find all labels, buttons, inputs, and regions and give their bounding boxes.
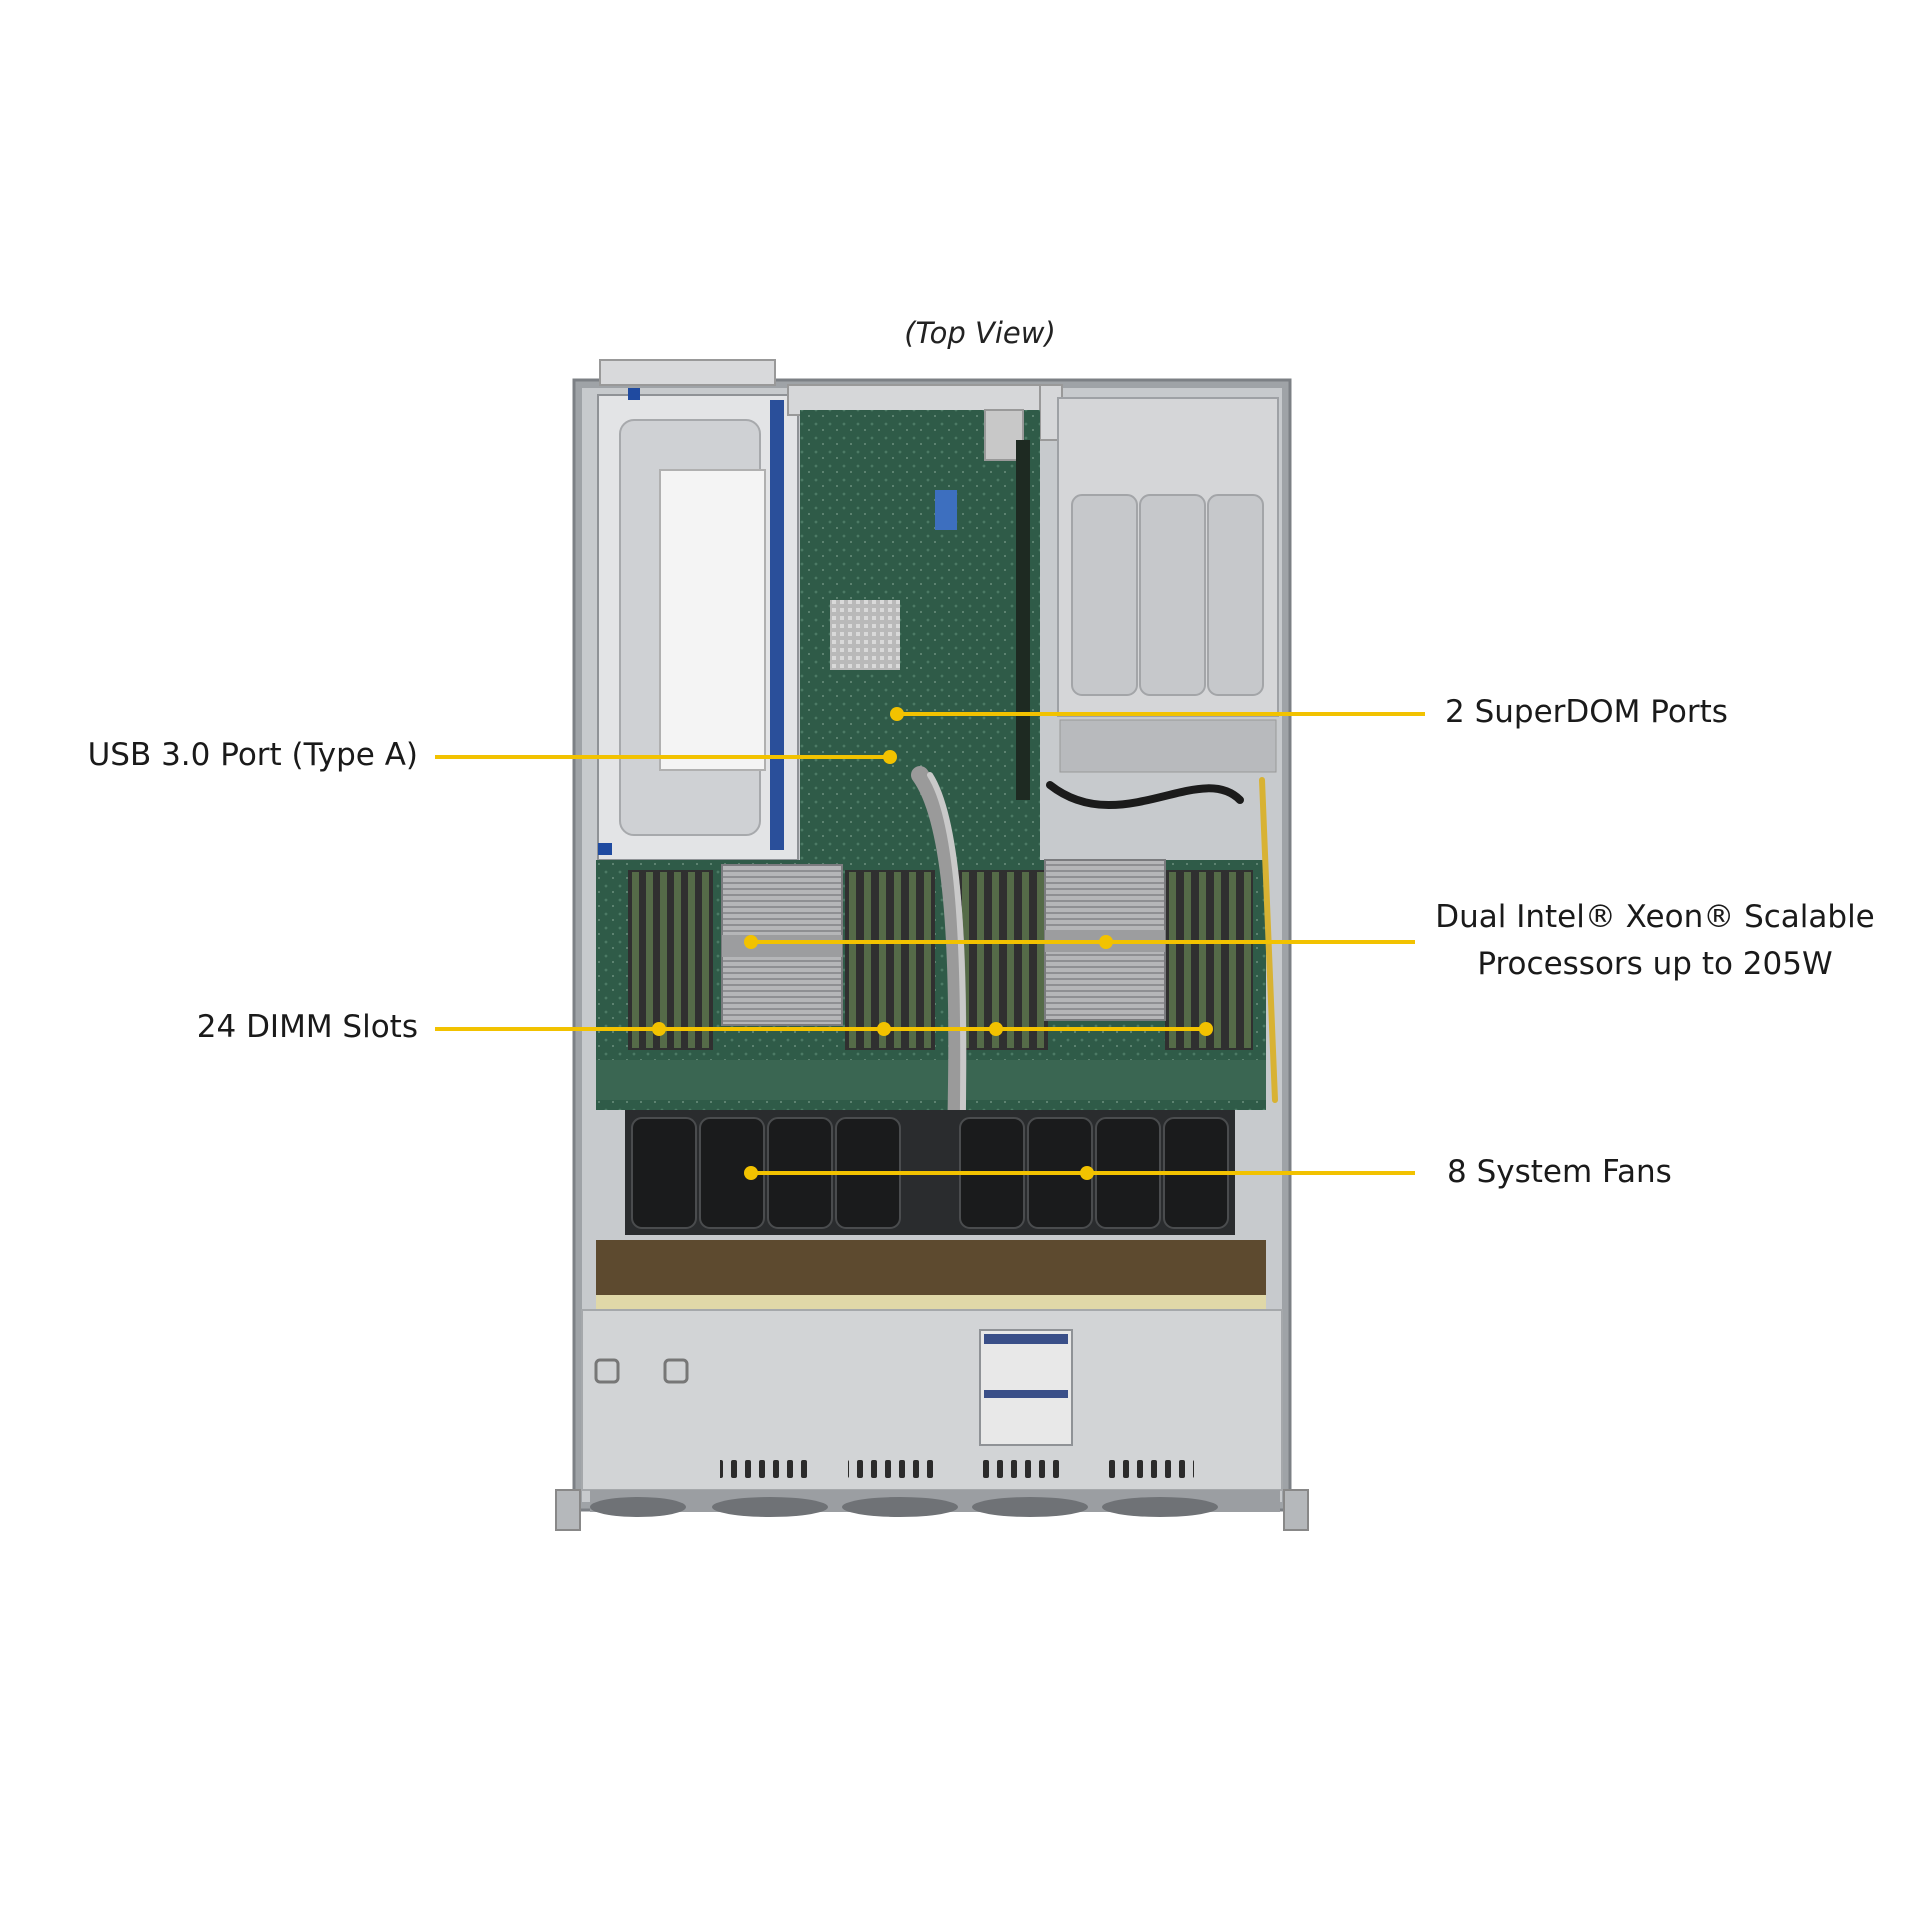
cpu-heatsink-1 (721, 864, 843, 1026)
dimm-bank-4 (1165, 870, 1253, 1050)
label-superdom-ports: 2 SuperDOM Ports (1445, 694, 1728, 730)
callout-dot-fans-1 (744, 1166, 758, 1180)
front-plate (581, 1309, 1283, 1491)
callout-dot-superdom (890, 707, 904, 721)
callout-dot-dimm-1 (652, 1022, 666, 1036)
callout-dot-dimm-3 (989, 1022, 1003, 1036)
callout-dot-dimm-4 (1199, 1022, 1213, 1036)
label-usb-port: USB 3.0 Port (Type A) (87, 737, 418, 773)
callout-dot-fans-2 (1080, 1166, 1094, 1180)
dimm-bank-1 (628, 870, 713, 1050)
label-dimm-slots: 24 DIMM Slots (196, 1009, 418, 1045)
dimm-bank-3 (958, 870, 1048, 1050)
callout-dot-cpu-1 (744, 935, 758, 949)
label-cpu-line-2: Processors up to 205W (1477, 946, 1833, 982)
label-system-fans: 8 System Fans (1447, 1154, 1672, 1190)
view-caption: (Top View) (904, 316, 1056, 350)
dimm-bank-2 (845, 870, 935, 1050)
callout-dot-dimm-2 (877, 1022, 891, 1036)
drive-backplane-area (596, 1240, 1266, 1309)
riser-cage-left (597, 359, 799, 861)
front-bezel (555, 1489, 1309, 1531)
label-cpu-line-1: Dual Intel® Xeon® Scalable (1435, 899, 1875, 935)
callout-lines (435, 707, 1425, 1180)
callout-dot-usb (883, 750, 897, 764)
callout-dot-cpu-2 (1099, 935, 1113, 949)
psu-cage (1057, 397, 1279, 773)
